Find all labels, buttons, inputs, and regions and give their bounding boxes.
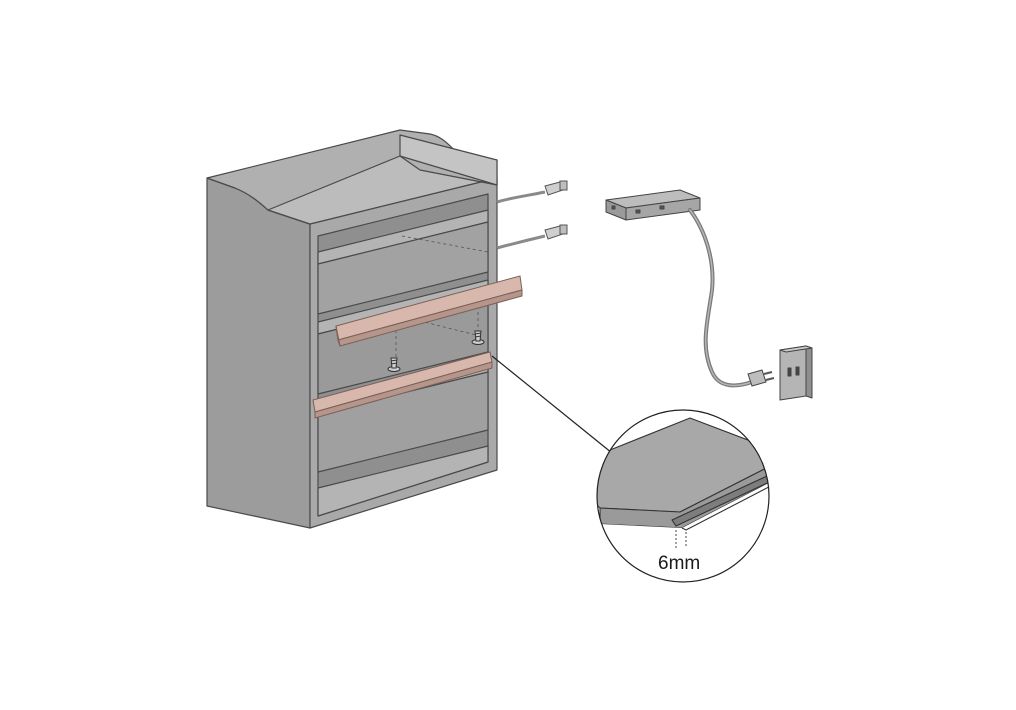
shelf-3-surface [317, 371, 489, 473]
connector-upper [496, 180, 568, 204]
wall-outlet-icon [779, 345, 813, 401]
shelf-1-surface [317, 221, 489, 315]
top-inner-back [399, 134, 498, 186]
led-strip-lower [312, 351, 493, 419]
screw-right-icon [471, 330, 485, 345]
connector-lower [496, 224, 568, 250]
led-strip-upper [335, 275, 523, 347]
dimension-label: 6mm [658, 553, 700, 574]
cabinet-left-side [206, 177, 311, 529]
detail-callout: 6mm [596, 409, 770, 583]
power-cable [688, 208, 754, 388]
plug-icon [747, 369, 775, 387]
led-driver-box [605, 189, 701, 221]
callout-leader-line [491, 355, 613, 454]
dimension-marks [675, 530, 687, 548]
bottom-plinth [317, 445, 489, 517]
screw-left-icon [387, 357, 401, 372]
